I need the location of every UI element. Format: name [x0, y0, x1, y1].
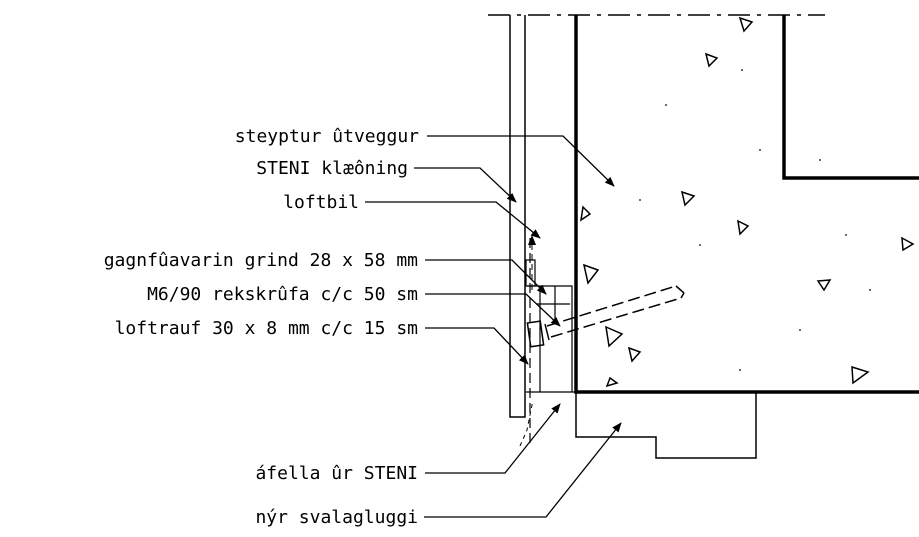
leader-window [424, 422, 622, 518]
label-flashing: áfella ûr STENI [255, 463, 418, 484]
leader-cladding [414, 167, 517, 203]
label-air-gap: loftbil [283, 192, 359, 213]
air-flow-dashes [519, 399, 534, 447]
leader-flashing [425, 403, 561, 474]
leader-frame [425, 259, 547, 295]
concrete-hatch [579, 16, 915, 388]
leaders [365, 135, 622, 518]
leader-vent [425, 327, 529, 365]
label-exterior-wall: steyptur ûtveggur [235, 126, 419, 147]
label-vent-strip: loftrauf 30 x 8 mm c/c 15 sm [115, 318, 418, 339]
leader-air-gap [365, 201, 541, 239]
vent-strip [526, 320, 545, 348]
leader-exterior-wall [427, 135, 615, 187]
leader-screw [425, 293, 561, 327]
window-profile [575, 392, 757, 459]
label-frame: gagnfûavarin grind 28 x 58 mm [104, 250, 418, 271]
label-screw: M6/90 rekskrûfa c/c 50 sm [147, 284, 418, 305]
label-window: nýr svalagluggi [255, 507, 418, 528]
battens [525, 259, 576, 393]
concrete-wall-step [782, 15, 919, 180]
screw [544, 285, 685, 341]
label-cladding: STENI klæôning [256, 158, 408, 179]
concrete-wall-outline [574, 15, 919, 394]
cladding-panel [509, 15, 526, 418]
concrete-dots [639, 69, 871, 371]
